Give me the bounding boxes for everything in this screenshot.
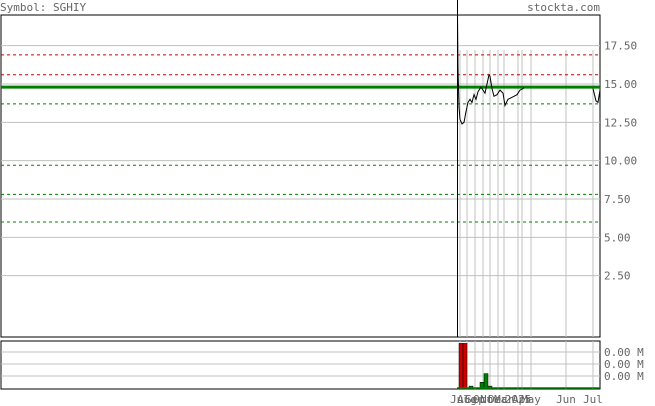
x-tick-label: May xyxy=(521,393,541,406)
site-label: stockta.com xyxy=(527,1,600,14)
x-tick-label: Aug xyxy=(457,393,477,406)
x-tick-label: Mar xyxy=(494,393,514,406)
x-tick-label: Oct xyxy=(473,393,493,406)
volume-bar xyxy=(458,343,464,390)
volume-tick-label: 0.00 M xyxy=(604,358,644,371)
price-line-tail xyxy=(592,88,601,104)
x-tick-label: Jun xyxy=(556,393,576,406)
volume-frame xyxy=(0,340,601,390)
x-tick-label: Sep xyxy=(465,393,485,406)
volume-tick-label: 0.00 M xyxy=(604,346,644,359)
price-line xyxy=(457,14,525,125)
x-tick-label: Apr xyxy=(512,393,532,406)
price-tick-label: 7.50 xyxy=(604,193,631,206)
x-tick-label: Dec xyxy=(488,393,508,406)
x-tick-label: Jul xyxy=(450,393,470,406)
price-panel: 17.50 15.00 12.50 10.00 7.50 5.00 2.50 xyxy=(0,0,637,338)
volume-panel: 0.00 M0.00 M0.00 M xyxy=(0,340,644,390)
price-tick-label: 2.50 xyxy=(604,270,631,283)
volume-bar xyxy=(483,373,489,390)
volume-bar xyxy=(462,343,468,390)
price-tick-label: 17.50 xyxy=(604,40,637,53)
price-tick-label: 10.00 xyxy=(604,155,637,168)
price-tick-label: 15.00 xyxy=(604,78,637,91)
volume-tick-label: 0.00 M xyxy=(604,370,644,383)
price-tick-label: 5.00 xyxy=(604,231,631,244)
price-frame xyxy=(0,14,601,338)
x-tick-label: 2025 xyxy=(505,393,532,406)
price-tick-label: 12.50 xyxy=(604,116,637,129)
symbol-label: Symbol: SGHIY xyxy=(0,1,86,14)
x-tick-label: Nov xyxy=(480,393,500,406)
x-tick-label: Jul xyxy=(583,393,603,406)
